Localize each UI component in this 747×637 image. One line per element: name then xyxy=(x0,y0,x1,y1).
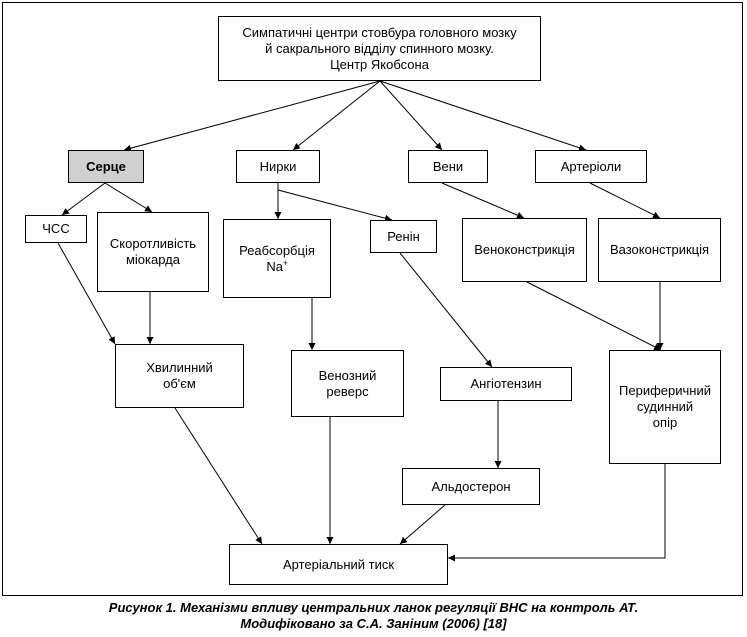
figure-caption: Рисунок 1. Механізми впливу центральних … xyxy=(108,600,639,631)
sodium-charge: + xyxy=(282,258,288,268)
edge-resistance-pressure xyxy=(448,464,666,562)
node-minute-volume: Хвилинний об'єм xyxy=(115,344,244,408)
node-contractility: Скоротливість міокарда xyxy=(97,212,209,292)
node-peripheral-resistance: Периферичний судинний опір xyxy=(609,350,721,464)
edge-top-arterioles xyxy=(379,80,587,152)
edge-top-veins xyxy=(379,80,443,151)
node-angiotensin: Ангіотензин xyxy=(440,367,572,401)
edge-heart-hr xyxy=(61,182,106,216)
node-kidneys: Нирки xyxy=(236,150,320,183)
edge-arterioles-vasoconstriction xyxy=(589,182,661,219)
edge-venoconstriction-resistance xyxy=(526,281,662,351)
node-blood-pressure: Артеріальний тиск xyxy=(229,544,448,585)
edge-top-heart xyxy=(123,80,381,152)
edge-heart-contractility xyxy=(104,182,153,213)
node-venous-return: Венозний реверс xyxy=(291,350,404,417)
node-venoconstriction: Веноконстрикція xyxy=(462,218,587,282)
edge-renin-angiotensin xyxy=(399,252,493,368)
node-arterioles: Артеріоли xyxy=(535,150,647,183)
node-renin: Ренін xyxy=(370,220,437,253)
node-heart-rate: ЧСС xyxy=(25,215,87,243)
node-sympathetic-centers: Симпатичні центри стовбура головного моз… xyxy=(218,16,541,81)
edge-top-kidneys xyxy=(292,80,381,151)
reabsorption-label: Реабсорбція Na xyxy=(239,242,315,274)
edge-minute-volume-pressure xyxy=(174,407,263,545)
node-aldosterone: Альдостерон xyxy=(402,468,540,505)
node-veins: Вени xyxy=(408,150,488,183)
edge-veins-venoconstriction xyxy=(441,182,525,219)
edge-aldosterone-pressure xyxy=(399,504,446,545)
node-vasoconstriction: Вазоконстрикція xyxy=(598,218,721,282)
diagram-frame xyxy=(2,2,743,596)
node-heart: Серце xyxy=(68,150,144,183)
node-reabsorption: Реабсорбція Na+ xyxy=(223,219,331,298)
edge-hr-minute-volume xyxy=(57,242,116,345)
edge-kidneys-renin xyxy=(277,189,393,222)
